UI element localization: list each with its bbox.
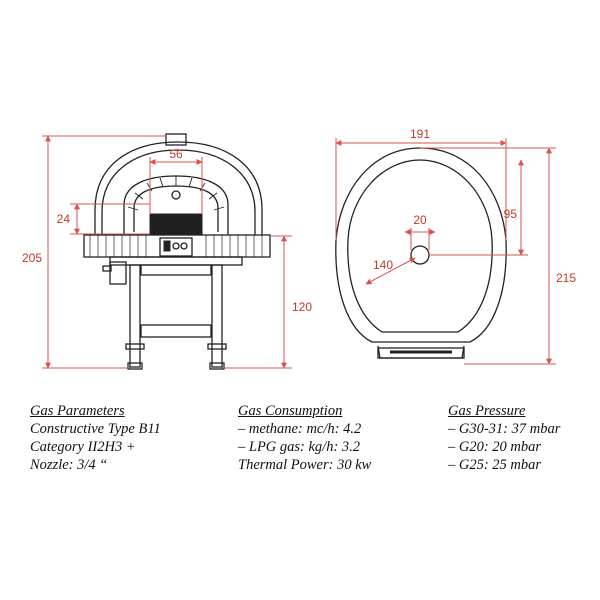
gas-pressure-line: – G20: 20 mbar	[448, 439, 542, 455]
gas-consumption-column: Gas Consumption – methane: mc/h: 4.2 – L…	[238, 402, 371, 474]
gas-pressure-line: – G25: 25 mbar	[448, 457, 542, 473]
gas-pressure-column: Gas Pressure – G30-31: 37 mbar – G20: 20…	[448, 402, 560, 474]
dim-label-215: 215	[556, 271, 576, 285]
gas-parameters-line: Nozzle: 3/4 “	[30, 457, 108, 473]
top-dimensions	[335, 138, 556, 365]
gas-consumption-line: – methane: mc/h: 4.2	[238, 421, 362, 437]
gas-parameters-line: Category II2H3 +	[30, 439, 136, 455]
front-dimensions	[42, 135, 292, 369]
gas-consumption-line: – LPG gas: kg/h: 3.2	[238, 439, 361, 455]
gas-pressure-line: – G30-31: 37 mbar	[448, 421, 561, 437]
gas-parameters-line: Constructive Type B11	[30, 421, 161, 437]
dim-label-56: 56	[169, 147, 183, 161]
dim-label-24: 24	[57, 212, 71, 226]
gas-parameters-column: Gas Parameters Constructive Type B11 Cat…	[30, 402, 161, 474]
gas-consumption-heading: Gas Consumption	[238, 403, 343, 419]
dim-label-140: 140	[373, 258, 393, 272]
top-view-oven	[335, 147, 507, 359]
front-view-oven	[83, 133, 271, 370]
dim-label-120: 120	[292, 300, 312, 314]
dim-label-95: 95	[504, 207, 518, 221]
dim-label-205: 205	[22, 251, 42, 265]
gas-pressure-heading: Gas Pressure	[448, 403, 526, 419]
gas-parameters-heading: Gas Parameters	[30, 403, 125, 419]
dim-label-191: 191	[410, 127, 430, 141]
gas-consumption-line: Thermal Power: 30 kw	[238, 457, 372, 473]
dim-label-20: 20	[413, 213, 427, 227]
